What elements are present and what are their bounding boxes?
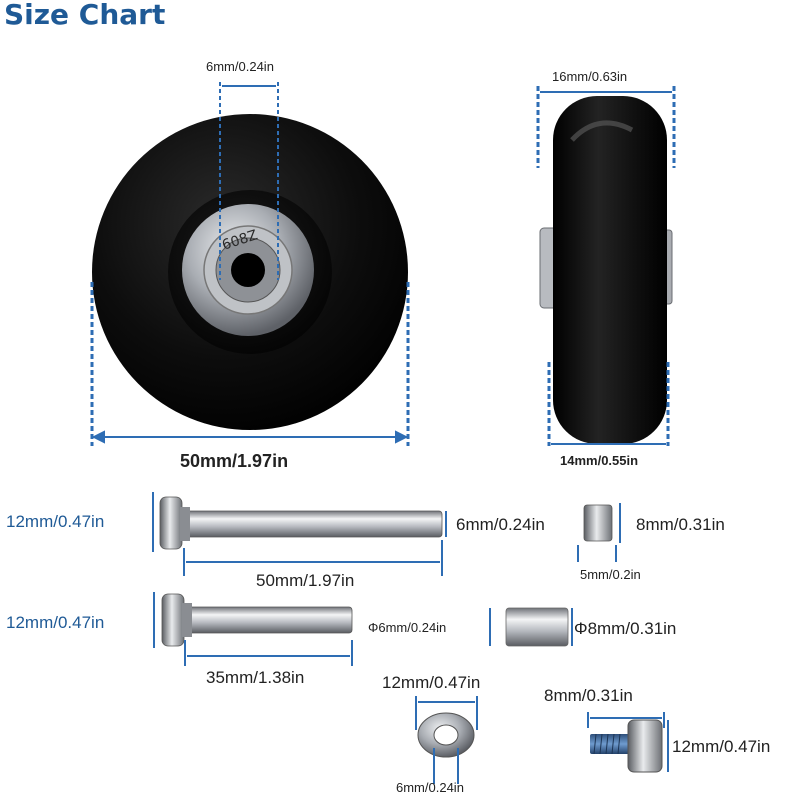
axle-long-length-label: 50mm/1.97in <box>256 571 355 590</box>
washer-outer-label: 12mm/0.47in <box>382 673 481 692</box>
sleeve-outer-label: Φ8mm/0.31in <box>574 619 677 638</box>
axle-long-head-label: 12mm/0.47in <box>6 512 105 531</box>
axle-long-shaft-label: 6mm/0.24in <box>456 515 545 534</box>
axle-short-length-label: 35mm/1.38in <box>206 668 305 687</box>
screw-length-label: 8mm/0.31in <box>544 686 633 705</box>
axle-short-head-label: 12mm/0.47in <box>6 613 105 632</box>
spacer-diameter-label: 8mm/0.31in <box>636 515 725 534</box>
wheel-side-view <box>539 96 673 444</box>
side-tire <box>553 96 667 444</box>
bore-diameter-label: 6mm/0.24in <box>206 59 274 74</box>
bore-hole <box>231 253 265 287</box>
axle-short-collar <box>182 603 192 637</box>
wheel-diameter-label: 50mm/1.97in <box>180 451 289 471</box>
page-title: Size Chart <box>4 0 166 31</box>
dimension-lines <box>90 82 676 784</box>
spacer-length-label: 5mm/0.2in <box>580 567 641 582</box>
wheel-width-bottom-label: 14mm/0.55in <box>560 453 639 468</box>
side-tire-highlight <box>570 120 634 142</box>
axle-long-head <box>159 496 183 550</box>
wheel-width-top-label: 16mm/0.63in <box>552 69 628 84</box>
screw-head <box>627 719 663 773</box>
screw-head-label: 12mm/0.47in <box>672 737 771 756</box>
axle-long <box>159 496 443 550</box>
axle-short-head <box>161 593 185 647</box>
axle-long-shaft <box>181 510 443 538</box>
sleeve <box>505 607 569 647</box>
sleeve-inner-label: Φ6mm/0.24in <box>368 620 447 635</box>
washer-hole <box>433 724 459 746</box>
axle-short <box>161 593 353 647</box>
axle-short-shaft <box>183 606 353 634</box>
screw-thread-lines <box>593 733 621 755</box>
axle-long-collar <box>180 507 190 541</box>
screw <box>590 719 663 773</box>
wheel-front-view: 608Z <box>92 114 408 430</box>
washer <box>417 712 475 758</box>
washer-inner-label: 6mm/0.24in <box>396 780 464 795</box>
spacer-short <box>583 504 613 542</box>
